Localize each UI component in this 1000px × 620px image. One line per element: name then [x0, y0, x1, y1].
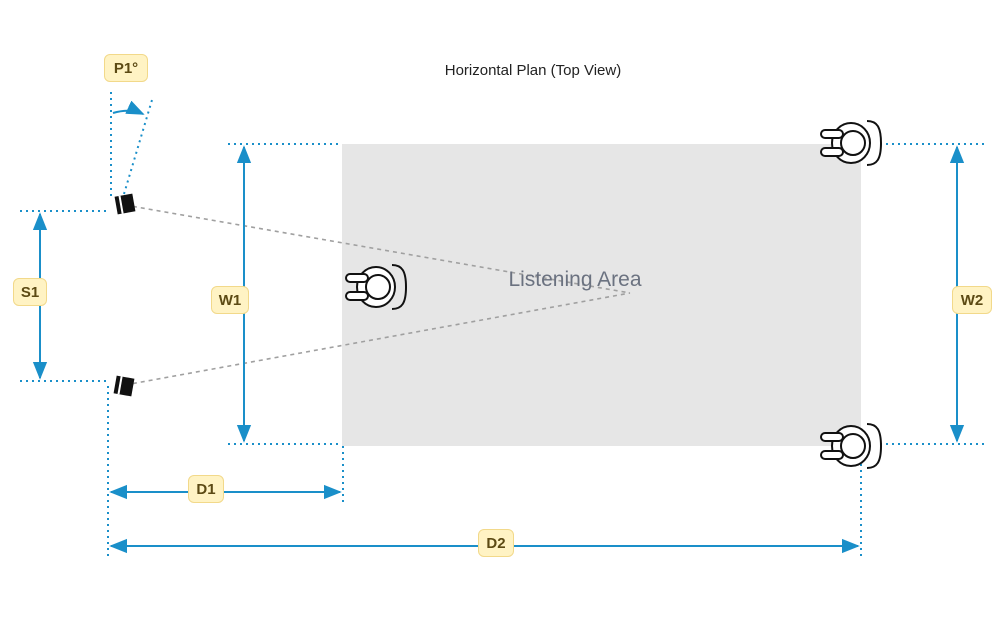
listening-area-rect: [342, 144, 861, 446]
d2-label: D2: [478, 529, 514, 557]
speaker-icon: [114, 193, 136, 215]
w1-label: W1: [211, 286, 249, 314]
extension-lines: [20, 90, 985, 558]
p1-label: P1°: [104, 54, 148, 82]
d1-label: D1: [188, 475, 224, 503]
s1-label: S1: [13, 278, 47, 306]
diagram-title: Horizontal Plan (Top View): [444, 62, 622, 79]
w2-label: W2: [952, 286, 992, 314]
listening-area-label: Listening Area: [508, 268, 642, 291]
p1-angle-arc: [112, 100, 145, 115]
speaker-icon: [113, 375, 135, 397]
sightline-top: [124, 204, 631, 294]
sightline-bottom: [124, 292, 631, 386]
